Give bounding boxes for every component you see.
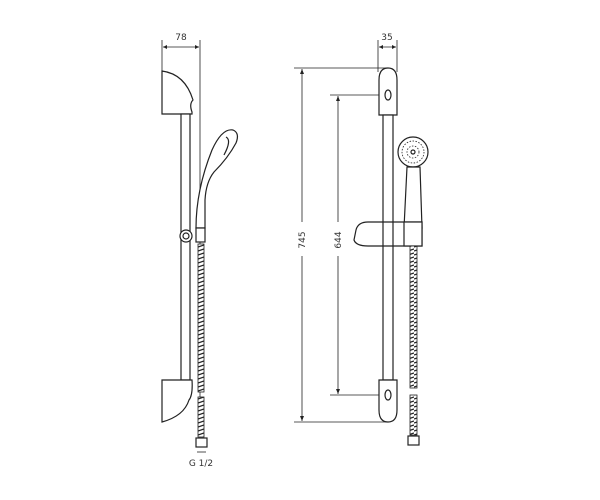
rail-front [382, 114, 394, 381]
slider-knob [179, 229, 193, 243]
dimension-label-78: 78 [175, 33, 187, 43]
side-view: 78 G 1/2 [161, 33, 239, 469]
hose-connector-front [407, 435, 420, 446]
dimension-label-644: 644 [334, 231, 344, 248]
hose-front [409, 245, 418, 389]
bottom-wall-bracket [161, 379, 193, 423]
height-dimension-644: 644 [330, 94, 384, 396]
rail-side [180, 113, 191, 381]
hose-side-lower [197, 396, 205, 438]
hand-shower-side [195, 129, 239, 229]
hose-side [197, 243, 205, 393]
hose-connector [195, 437, 208, 448]
dimension-label-35: 35 [381, 33, 392, 43]
hose-front-lower [409, 394, 418, 436]
bottom-bracket-front [378, 379, 398, 423]
height-dimension-745: 745 [294, 67, 388, 423]
connection-label: G 1/2 [189, 459, 213, 469]
top-bracket-front [378, 67, 398, 116]
dimension-label-745: 745 [298, 231, 308, 248]
front-view: 35 745 644 [294, 33, 429, 446]
hand-shower-handle [403, 166, 423, 229]
width-dimension-35: 35 [377, 33, 398, 72]
hand-shower-head [397, 136, 429, 168]
top-wall-bracket [161, 70, 194, 115]
